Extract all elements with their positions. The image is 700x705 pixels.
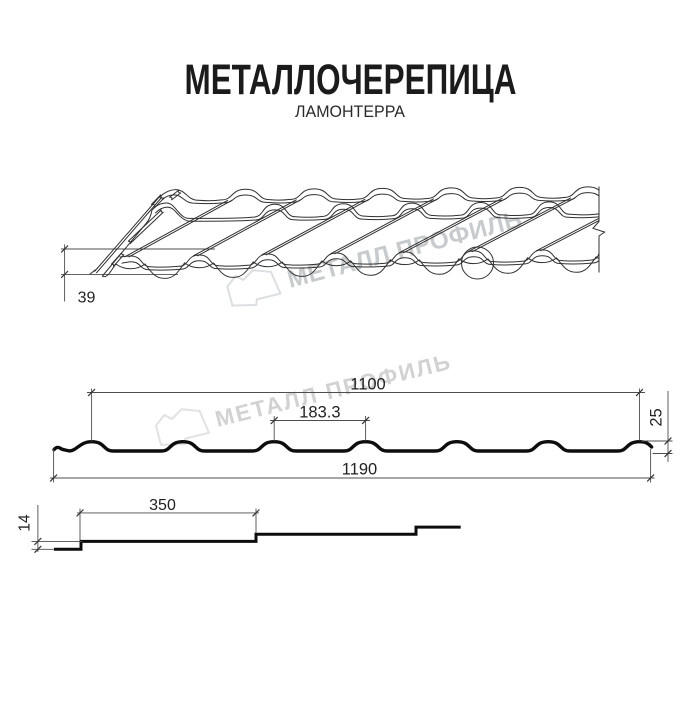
svg-text:183.3: 183.3 <box>299 404 340 422</box>
svg-text:1100: 1100 <box>350 376 385 394</box>
svg-text:25: 25 <box>648 408 666 426</box>
svg-text:39: 39 <box>78 290 96 307</box>
svg-text:ЛАМОНТЕРРА: ЛАМОНТЕРРА <box>295 102 406 121</box>
svg-text:14: 14 <box>17 514 34 532</box>
svg-text:МЕТАЛЛОЧЕРЕПИЦА: МЕТАЛЛОЧЕРЕПИЦА <box>185 57 517 104</box>
svg-text:350: 350 <box>149 497 176 514</box>
svg-text:1190: 1190 <box>342 461 377 479</box>
